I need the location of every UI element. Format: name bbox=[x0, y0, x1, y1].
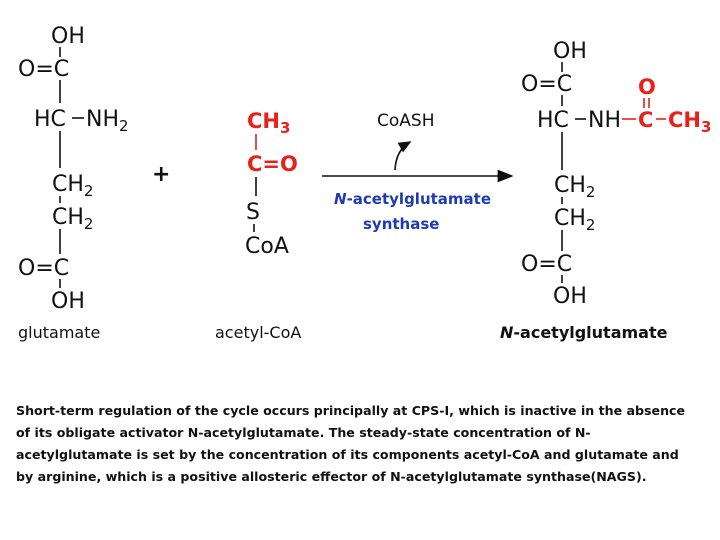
glutamate-oh-bottom: OH bbox=[51, 289, 85, 314]
plus-sign: + bbox=[152, 162, 170, 187]
nag-ch2-2: CH2 bbox=[554, 206, 595, 234]
nag-oh-top: OH bbox=[553, 39, 587, 64]
glutamate-amine: NH2 bbox=[86, 107, 129, 135]
acetyl-coa-structure: CH3 C=O S CoA acetyl-CoA bbox=[215, 109, 301, 342]
acetyl-coa-methyl: CH3 bbox=[247, 109, 290, 137]
nag-acetyl-carbon: C bbox=[638, 108, 653, 132]
glutamate-carboxyl-top: O=C bbox=[18, 57, 69, 82]
glutamate-ch2-2: CH2 bbox=[52, 205, 93, 233]
nag-acetyl-oxygen: O bbox=[638, 75, 656, 99]
glutamate-structure: OH O=C HC NH2 CH2 CH2 O=C OH glutamate bbox=[18, 24, 129, 342]
coash-release-arrow bbox=[394, 141, 412, 171]
acetyl-coa-sulfur: S bbox=[246, 200, 260, 225]
reaction-diagram: OH O=C HC NH2 CH2 CH2 O=C OH glutamate +… bbox=[18, 24, 711, 342]
nag-carboxyl-top: O=C bbox=[521, 72, 572, 97]
nag-ch2-1: CH2 bbox=[554, 173, 595, 201]
nag-acetyl-methyl: CH3 bbox=[668, 108, 711, 136]
acetyl-coa-carbonyl: C=O bbox=[247, 152, 298, 176]
caption-text: Short-term regulation of the cycle occur… bbox=[16, 403, 686, 484]
glutamate-ch2-1: CH2 bbox=[52, 172, 93, 200]
enzyme-label-line1: N-acetylglutamate bbox=[334, 190, 491, 208]
glutamate-label: glutamate bbox=[18, 323, 100, 342]
nag-carboxyl-bottom: O=C bbox=[521, 252, 572, 277]
n-acetylglutamate-structure: OH O=C HC NH O C CH3 CH2 CH2 O=C OH N-ac… bbox=[500, 39, 711, 342]
enzyme-label-line2: synthase bbox=[363, 215, 439, 233]
n-acetylglutamate-label: N-acetylglutamate bbox=[500, 323, 668, 342]
acetyl-coa-label: acetyl-CoA bbox=[215, 323, 301, 342]
nag-oh-bottom: OH bbox=[553, 284, 587, 309]
reaction-arrow-group: CoASH N-acetylglutamate synthase bbox=[322, 111, 514, 233]
glutamate-alpha-carbon: HC bbox=[34, 107, 66, 132]
glutamate-oh-top: OH bbox=[51, 24, 85, 49]
coash-label: CoASH bbox=[377, 111, 434, 131]
acetyl-coa-coa: CoA bbox=[245, 234, 289, 259]
glutamate-carboxyl-bottom: O=C bbox=[18, 256, 69, 281]
nag-amide-nh: NH bbox=[588, 108, 621, 133]
nag-alpha-carbon: HC bbox=[537, 108, 569, 133]
